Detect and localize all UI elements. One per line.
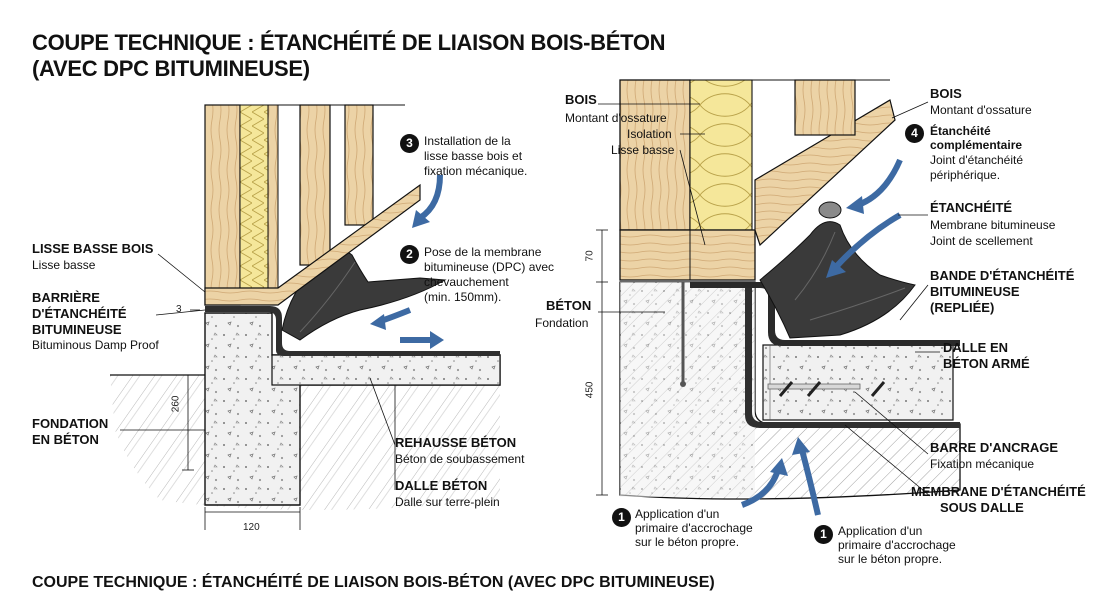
step-4-badge: 4: [905, 124, 924, 143]
left-dpc-membrane: [205, 306, 500, 356]
step-1a-badge: 1: [612, 508, 631, 527]
label-barre-sub: Fixation mécanique: [930, 457, 1035, 471]
left-sill-plate: [204, 183, 421, 306]
right-section-drawing: [596, 79, 961, 516]
label-bande-line-2: BITUMINEUSE: [930, 284, 1020, 299]
step-2-line-2: bitumineuse (DPC) avec: [424, 260, 555, 274]
label-membrane-line-2: SOUS DALLE: [940, 500, 1024, 515]
dimension-450: 450: [584, 381, 596, 399]
label-bande-line-1: BANDE D'ÉTANCHÉITÉ: [930, 268, 1075, 283]
dimension-120: 120: [243, 522, 260, 533]
step-4-sub-1: Joint d'étanchéité: [930, 153, 1024, 167]
label-bois-right-montant: Montant d'ossature: [930, 103, 1032, 117]
label-beton-fondation: Fondation: [535, 316, 589, 330]
right-sill-plate: [619, 229, 756, 281]
label-dalle-line-2: BÉTON ARMÉ: [943, 356, 1030, 371]
label-bois-left-lisse: Lisse basse: [611, 143, 675, 157]
label-beton: BÉTON: [546, 298, 592, 313]
footer-caption: COUPE TECHNIQUE : ÉTANCHÉITÉ DE LIAISON …: [32, 574, 715, 591]
step-4-line-2: complémentaire: [930, 138, 1023, 152]
page-title-line-1: COUPE TECHNIQUE : ÉTANCHÉITÉ DE LIAISON …: [32, 30, 666, 55]
step-1a-line-3: sur le béton propre.: [635, 535, 740, 549]
step-1b-line-2: primaire d'accrochage: [838, 538, 956, 552]
right-slab: [762, 344, 954, 421]
label-barriere-line-3: BITUMINEUSE: [32, 322, 122, 337]
step-3-badge: 3: [400, 134, 419, 153]
left-stud-1: [204, 104, 241, 306]
label-membrane-line-1: MEMBRANE D'ÉTANCHÉITÉ: [911, 484, 1086, 499]
step-1b-line-3: sur le béton propre.: [838, 552, 943, 566]
left-insulation: [239, 104, 269, 306]
dimension-70: 70: [584, 250, 596, 262]
label-lisse-basse-bois: LISSE BASSE BOIS: [32, 241, 154, 256]
left-section-drawing: [110, 104, 501, 530]
right-insulation: [689, 79, 753, 231]
step-4-sub-2: périphérique.: [930, 168, 1001, 182]
right-angled-sill: [754, 99, 896, 247]
left-stud-2: [267, 104, 279, 306]
step-2-line-3: chevauchement: [424, 275, 509, 289]
dimension-3: 3: [176, 304, 182, 315]
label-dalle-beton: DALLE BÉTON: [395, 478, 488, 493]
label-bois-left: BOIS: [565, 92, 597, 107]
right-arrow-1a: [740, 468, 781, 508]
step-2-line-4: (min. 150mm).: [424, 290, 502, 304]
label-fondation-line-2: EN BÉTON: [32, 432, 99, 447]
label-bande-line-3: (REPLIÉE): [930, 300, 995, 315]
label-bois-right: BOIS: [930, 86, 962, 101]
right-arrow-etancheite: [832, 212, 902, 271]
left-slab: [271, 354, 501, 386]
step-2-badge: 2: [400, 245, 419, 264]
step-3-line-1: Installation de la: [424, 134, 511, 148]
label-etancheite-sub-1: Membrane bitumineuse: [930, 218, 1056, 232]
step-1b-badge: 1: [814, 525, 833, 544]
label-bois-left-isolation: Isolation: [627, 127, 672, 141]
label-etancheite: ÉTANCHÉITÉ: [930, 200, 1013, 215]
right-membrane-flap: [759, 221, 916, 339]
step-1b-line-1: Application d'un: [838, 524, 923, 538]
page-title-line-2: (AVEC DPC BITUMINEUSE): [32, 56, 310, 81]
label-bois-left-montant: Montant d'ossature: [565, 111, 667, 125]
left-arrow-3: [418, 174, 443, 221]
label-fondation-line-1: FONDATION: [32, 416, 109, 431]
step-2-line-1: Pose de la membrane: [424, 245, 542, 259]
right-arrow-1b: [799, 449, 821, 516]
label-lisse-basse-sub: Lisse basse: [32, 258, 96, 272]
step-3-line-3: fixation mécanique.: [424, 164, 528, 178]
step-4-line-1: Étanchéité: [930, 124, 991, 138]
step-1a-line-1: Application d'un: [635, 507, 720, 521]
label-etancheite-sub-2: Joint de scellement: [930, 234, 1033, 248]
dimension-260: 260: [170, 395, 182, 413]
right-stud-2: [794, 79, 856, 136]
label-barriere-sub: Bituminous Damp Proof: [32, 338, 159, 352]
left-stud-3: [299, 104, 331, 266]
left-ground: [110, 375, 500, 510]
right-arrow-4: [856, 158, 903, 208]
left-stud-4: [344, 104, 374, 226]
label-dalle-line-1: DALLE EN: [943, 340, 1008, 355]
label-rehausse-beton: REHAUSSE BÉTON: [395, 435, 517, 450]
step-1a-line-2: primaire d'accrochage: [635, 521, 753, 535]
right-sealant-bead: [818, 201, 842, 219]
right-stud-1: [619, 79, 691, 231]
label-rehausse-sub: Béton de soubassement: [395, 452, 525, 466]
label-barriere-line-2: D'ÉTANCHÉITÉ: [32, 306, 127, 321]
step-3-line-2: lisse basse bois et: [424, 149, 523, 163]
label-barre-ancrage: BARRE D'ANCRAGE: [930, 440, 1059, 455]
label-barriere-line-1: BARRIÈRE: [32, 290, 100, 305]
label-dalle-sub: Dalle sur terre-plein: [395, 495, 500, 509]
